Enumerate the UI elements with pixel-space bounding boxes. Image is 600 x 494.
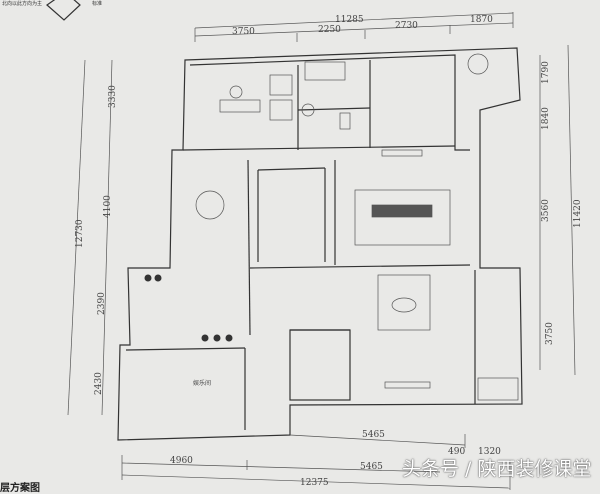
dim-bottom-inner: 5465 bbox=[362, 430, 385, 440]
dim-bottom-3: 490 bbox=[448, 447, 465, 457]
dim-left-1: 3330 bbox=[108, 85, 118, 108]
plan-caption: 层方案图 bbox=[0, 483, 40, 494]
bottom-dimensions bbox=[121, 434, 511, 490]
dim-left-4: 2430 bbox=[94, 372, 104, 395]
dim-bottom-1: 4960 bbox=[170, 456, 193, 466]
dim-bottom-4: 1320 bbox=[478, 447, 501, 457]
dim-top-3: 2730 bbox=[395, 21, 418, 31]
dim-top-2: 2250 bbox=[318, 25, 341, 35]
top-dimensions bbox=[194, 12, 514, 42]
dim-right-total: 11420 bbox=[573, 199, 583, 228]
north-logo bbox=[46, 0, 81, 21]
dim-bottom-2: 5465 bbox=[360, 462, 383, 472]
dim-right-1: 1790 bbox=[541, 61, 551, 84]
walls bbox=[117, 47, 523, 441]
dim-left-total: 12730 bbox=[75, 219, 85, 248]
room-label-entertainment: 娱乐间 bbox=[193, 379, 211, 387]
dim-left-2: 4100 bbox=[103, 195, 113, 218]
dim-top-1: 3750 bbox=[232, 27, 255, 37]
header-mark: 标准 bbox=[92, 1, 103, 7]
dim-top-total: 11285 bbox=[335, 15, 364, 25]
dim-bottom-total: 12375 bbox=[300, 478, 329, 488]
left-dimensions bbox=[67, 59, 113, 416]
watermark: 头条号 / 陕西装修课堂 bbox=[402, 458, 592, 480]
right-dimensions bbox=[539, 44, 576, 376]
header-note: 北向以此方向为主 bbox=[2, 1, 43, 7]
furniture bbox=[195, 53, 519, 401]
dim-top-4: 1870 bbox=[470, 15, 493, 25]
dim-left-3: 2390 bbox=[97, 292, 107, 315]
plants bbox=[144, 274, 233, 342]
dim-right-4: 3750 bbox=[545, 322, 555, 345]
dim-right-3: 3560 bbox=[541, 199, 551, 222]
dim-right-2: 1840 bbox=[541, 107, 551, 130]
